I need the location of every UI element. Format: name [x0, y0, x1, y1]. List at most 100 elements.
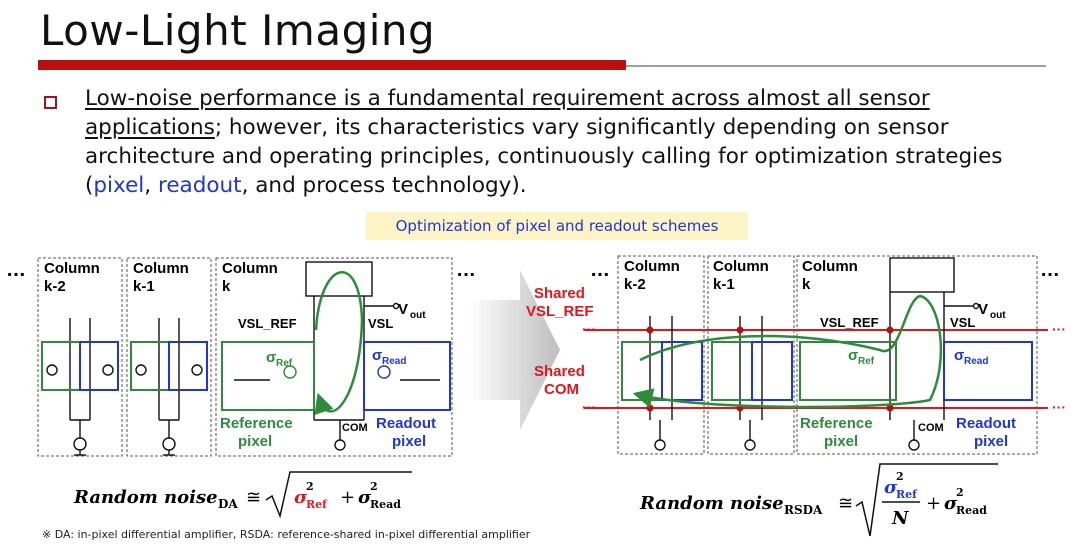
left-com: COM — [342, 422, 368, 434]
eq-right-sqrt — [855, 463, 998, 537]
right-ellipsis-right: … — [1040, 259, 1060, 281]
left-column-k-box — [215, 257, 453, 457]
bullet-text-part2: ; however, its characteristics vary sign… — [85, 115, 1003, 198]
right-signal-arrow — [632, 294, 943, 409]
left-ellipsis-right: … — [456, 259, 476, 281]
left-readout-pixel-1: Readout — [376, 415, 436, 432]
left-ref-pixel-2: pixel — [238, 433, 272, 450]
bullet-paragraph: Low-noise performance is a fundamental r… — [85, 84, 1060, 200]
eq-left-sub: DA — [218, 497, 238, 511]
left-circuit: … … Column k-2 Column k-1 Column k — [6, 257, 476, 457]
right-circuit: Shared VSL_REF Shared COM … … Column k-2… — [526, 255, 1066, 455]
equation-left: Random noise DA ≅ σ 2 Ref + σ 2 Read — [73, 471, 412, 519]
right-col1-sub: k-2 — [624, 276, 646, 293]
left-col2-pixel — [130, 318, 208, 456]
left-sigma-read: σ — [372, 347, 382, 364]
right-col3-title: Column — [802, 258, 858, 275]
title-underline-bar — [38, 60, 626, 70]
left-col1-pixel — [41, 318, 119, 456]
left-vsl: VSL — [368, 316, 393, 331]
right-col2-title: Column — [713, 258, 769, 275]
left-column-k1-box — [126, 257, 212, 457]
right-column-k-box — [796, 255, 1038, 455]
eq-left-sqrt — [265, 471, 412, 519]
eq-left-sigma-read: σ — [358, 487, 372, 508]
right-shared-vsl-2: VSL_REF — [526, 303, 594, 320]
bullet-text-part3: , and process technology). — [241, 173, 527, 198]
left-vsl-ref: VSL_REF — [238, 316, 297, 331]
shared-com-dots-right: ··· — [1052, 399, 1066, 415]
left-col1-sub: k-2 — [44, 278, 66, 295]
left-col3-circuit — [221, 261, 451, 451]
right-readout-pixel-2: pixel — [974, 433, 1008, 450]
left-sigma-read-sub: Read — [382, 356, 406, 367]
left-sigma-ref-sub: Ref — [276, 358, 293, 369]
left-vout-sub: out — [410, 310, 426, 321]
right-sigma-ref: σ — [848, 347, 858, 364]
transition-arrow — [470, 270, 560, 430]
right-sigma-read: σ — [954, 347, 964, 364]
slide-title: Low-Light Imaging — [40, 6, 436, 55]
left-col3-sub: k — [222, 278, 231, 295]
eq-right-plus: + — [926, 493, 941, 514]
left-ref-pixel-1: Reference — [220, 415, 293, 432]
bullet-keyword-readout: readout — [157, 173, 242, 198]
left-col3-title: Column — [222, 260, 278, 277]
callout-box: Optimization of pixel and readout scheme… — [366, 212, 748, 240]
right-vsl-ref: VSL_REF — [820, 315, 879, 330]
right-vout: V — [978, 301, 988, 318]
right-readout-pixel-1: Readout — [956, 415, 1016, 432]
right-ref-pixel-2: pixel — [824, 433, 858, 450]
eq-right-approx: ≅ — [838, 493, 853, 514]
right-column-k1-box — [707, 255, 795, 455]
right-col3-sub: k — [802, 276, 811, 293]
eq-right-sq2: 2 — [956, 486, 964, 499]
right-sigma-ref-sub: Ref — [858, 356, 875, 367]
bullet-comma: , — [144, 173, 158, 198]
equation-right: Random noise RSDA ≅ σ 2 Ref N + σ 2 Read — [639, 463, 998, 537]
right-col2-sub: k-1 — [713, 276, 735, 293]
right-column-k2-box — [617, 255, 705, 455]
eq-right-n: N — [891, 508, 910, 529]
right-shared-com-1: Shared — [534, 363, 585, 380]
left-ellipsis-left: … — [6, 259, 26, 281]
eq-right-ref: Ref — [896, 488, 918, 501]
eq-right-sq1: 2 — [896, 470, 904, 483]
right-sigma-read-sub: Read — [964, 356, 988, 367]
shared-vsl-dots-right: ··· — [1052, 321, 1066, 337]
left-col1-title: Column — [44, 260, 100, 277]
eq-left-sq1: 2 — [306, 480, 314, 493]
left-col2-sub: k-1 — [133, 278, 155, 295]
left-sigma-ref: σ — [266, 349, 276, 366]
bullet-square-icon — [44, 96, 57, 109]
left-column-k2-box — [37, 257, 123, 457]
left-readout-pixel-2: pixel — [392, 433, 426, 450]
eq-right-sub: RSDA — [784, 503, 823, 517]
right-shared-com-2: COM — [544, 381, 579, 398]
eq-right-sigma-read: σ — [944, 493, 958, 514]
right-col1-title: Column — [624, 258, 680, 275]
right-ellipsis-left: … — [590, 259, 610, 281]
shared-vsl-dots-left: ··· — [582, 321, 596, 337]
right-shared-vsl-1: Shared — [534, 285, 585, 302]
eq-left-read: Read — [370, 498, 401, 511]
eq-right-label: Random noise — [639, 493, 784, 514]
left-signal-arrow — [314, 271, 364, 416]
footnote: ※ DA: in-pixel differential amplifier, R… — [42, 528, 531, 541]
eq-left-approx: ≅ — [246, 487, 261, 508]
right-com: COM — [918, 422, 944, 434]
eq-left-label: Random noise — [73, 487, 218, 508]
eq-right-read: Read — [956, 504, 987, 517]
eq-left-ref: Ref — [306, 498, 328, 511]
eq-left-sq2: 2 — [370, 480, 378, 493]
eq-left-plus: + — [340, 487, 355, 508]
right-vsl: VSL — [950, 315, 975, 330]
title-underline-rule — [626, 65, 1046, 67]
shared-com-dots-left: ··· — [582, 399, 596, 415]
left-vout: V — [398, 301, 408, 318]
eq-right-sigma-ref: σ — [884, 477, 898, 498]
bullet-underlined-text: Low-noise performance is a fundamental r… — [85, 86, 930, 140]
bullet-keyword-pixel: pixel — [93, 173, 145, 198]
left-col2-title: Column — [133, 260, 189, 277]
